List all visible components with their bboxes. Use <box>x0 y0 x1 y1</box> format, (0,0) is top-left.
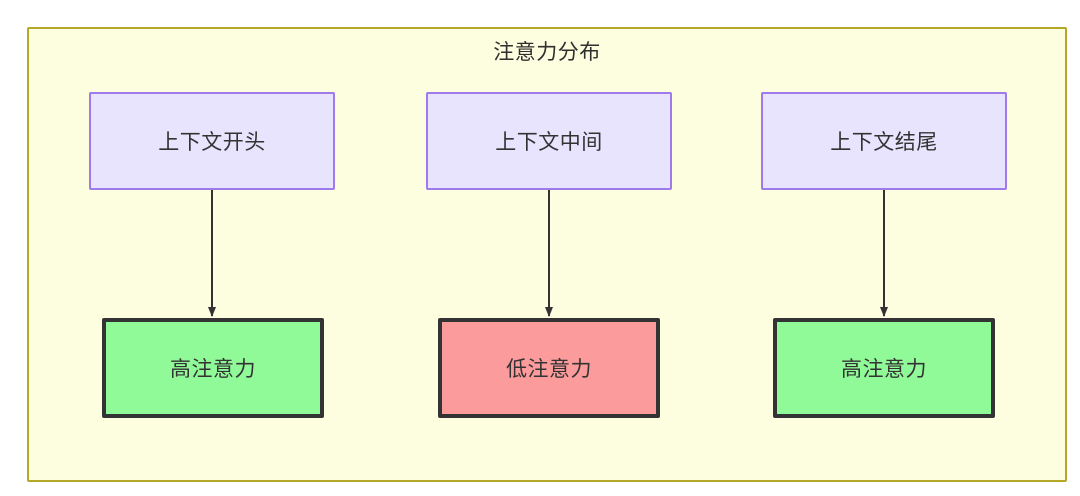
node-context-end[interactable]: 上下文结尾 <box>761 92 1007 190</box>
node-low-attention-middle[interactable]: 低注意力 <box>438 318 660 418</box>
node-high-attention-end[interactable]: 高注意力 <box>773 318 995 418</box>
node-context-start[interactable]: 上下文开头 <box>89 92 335 190</box>
node-context-middle[interactable]: 上下文中间 <box>426 92 672 190</box>
diagram-title: 注意力分布 <box>493 41 601 64</box>
node-high-attention-start[interactable]: 高注意力 <box>102 318 324 418</box>
